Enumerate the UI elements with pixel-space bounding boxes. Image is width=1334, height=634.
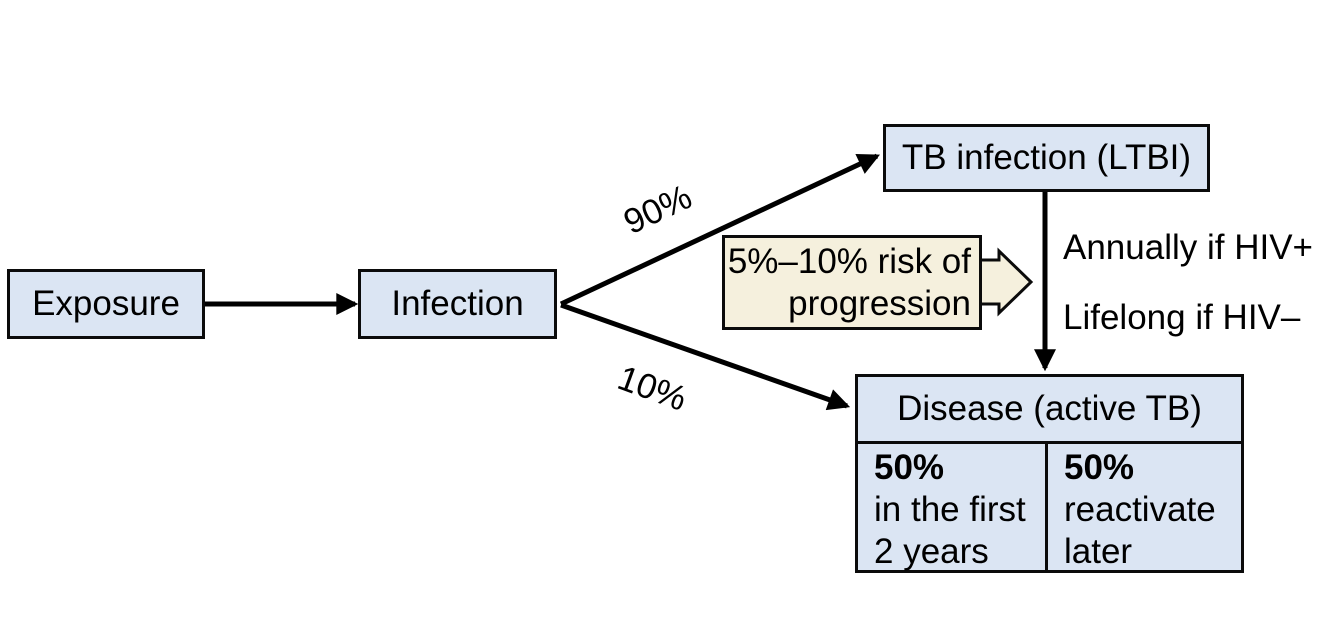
late-line2: later [1064, 532, 1133, 571]
disease-cell-early: 50% in the first 2 years [858, 444, 1045, 571]
infection-node: Infection [358, 269, 557, 339]
arrow-infection-to-ltbi [559, 153, 880, 307]
exposure-node: Exposure [7, 269, 205, 339]
disease-node: Disease (active TB) 50% in the first 2 y… [855, 374, 1244, 573]
late-line1: reactivate [1064, 490, 1216, 529]
disease-label: Disease (active TB) [897, 389, 1202, 428]
note-annually: Annually if HIV+ [1063, 228, 1313, 267]
ltbi-label: TB infection (LTBI) [901, 138, 1192, 177]
disease-cell-late: 50% reactivate later [1045, 444, 1241, 571]
ltbi-node: TB infection (LTBI) [883, 124, 1210, 192]
progression-callout: 5%–10% risk of progression [722, 235, 982, 330]
late-pct: 50% [1064, 448, 1135, 487]
early-line2: 2 years [874, 532, 989, 571]
infection-label: Infection [391, 284, 524, 323]
block-arrow-icon [978, 247, 1034, 317]
note-lifelong: Lifelong if HIV– [1063, 298, 1301, 337]
early-line1: in the first [874, 490, 1026, 529]
exposure-label: Exposure [32, 284, 180, 323]
disease-cells: 50% in the first 2 years 50% reactivate … [858, 444, 1241, 571]
disease-title: Disease (active TB) [858, 377, 1241, 444]
arrow-infection-to-disease [560, 302, 851, 411]
callout-line2: progression [788, 283, 971, 323]
callout-line1: 5%–10% risk of [727, 241, 971, 281]
early-pct: 50% [874, 448, 945, 487]
